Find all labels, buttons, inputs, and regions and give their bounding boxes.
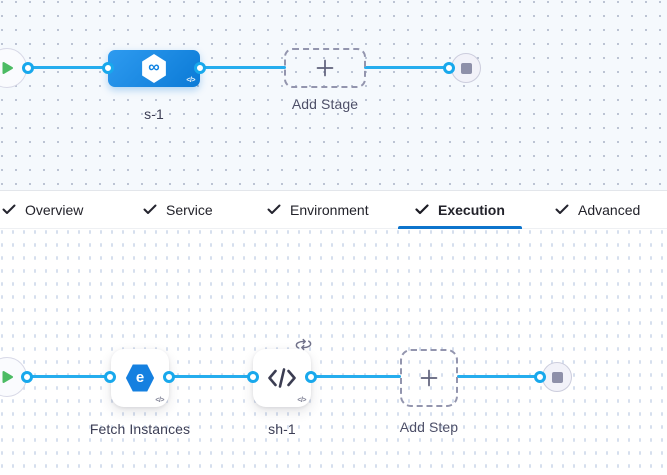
cd-hexagon-icon: ∞: [142, 54, 166, 83]
stage-node-s-1[interactable]: ∞ </>: [108, 50, 200, 87]
config-tab-bar: Overview Service Environment Execution A…: [0, 190, 667, 229]
plus-icon: [420, 369, 438, 387]
edge-addstep-to-end: [457, 375, 541, 378]
tab-label: Environment: [290, 201, 369, 218]
link-port[interactable]: [534, 371, 546, 383]
step-name-label: Fetch Instances: [89, 421, 191, 437]
tab-overview[interactable]: Overview: [0, 191, 100, 228]
looping-strategy-icon: [294, 337, 313, 357]
add-step-button[interactable]: [400, 349, 458, 407]
play-icon: [2, 62, 13, 74]
tab-service[interactable]: Service: [126, 191, 230, 228]
link-port[interactable]: [22, 62, 34, 74]
check-icon: [143, 204, 157, 214]
edge-sh-to-addstep: [310, 375, 401, 378]
link-port[interactable]: [102, 62, 114, 74]
step-name-label: sh-1: [268, 421, 296, 437]
infinity-glyph: ∞: [148, 58, 160, 76]
link-port[interactable]: [194, 62, 206, 74]
code-icon: [268, 368, 296, 388]
check-icon: [555, 204, 569, 214]
check-icon: [267, 204, 281, 214]
stop-icon: [460, 62, 472, 74]
tab-label: Overview: [25, 201, 84, 218]
elastigroup-e-glyph: e: [135, 369, 145, 386]
check-icon: [415, 204, 429, 215]
stage-name-label: s-1: [144, 106, 164, 122]
check-icon: [2, 204, 16, 214]
tab-environment[interactable]: Environment: [250, 191, 386, 228]
add-step-label: Add Step: [399, 419, 459, 435]
code-template-icon: </>: [155, 397, 164, 404]
step-node-sh-1[interactable]: </>: [253, 349, 311, 407]
tab-label: Execution: [438, 201, 505, 218]
link-port[interactable]: [247, 371, 259, 383]
link-port[interactable]: [104, 371, 116, 383]
stage-graph-canvas[interactable]: ∞ </> s-1 Add Stage: [0, 0, 667, 190]
tab-label: Service: [166, 201, 213, 218]
elastigroup-icon: e: [125, 364, 155, 392]
step-node-fetch-instances[interactable]: e </>: [111, 349, 169, 407]
pipeline-end-node: [451, 53, 481, 83]
link-port[interactable]: [305, 371, 317, 383]
plus-icon: [316, 59, 334, 77]
edge-start-to-stage: [28, 66, 110, 69]
link-port[interactable]: [163, 371, 175, 383]
tab-execution[interactable]: Execution: [398, 191, 522, 229]
execution-graph-canvas[interactable]: e </> </> Fetch Instances sh-1 Add Ste: [0, 229, 667, 475]
stop-icon: [551, 371, 563, 383]
execution-end-node: [542, 362, 572, 392]
add-stage-button[interactable]: [284, 48, 366, 88]
code-template-icon: </>: [297, 397, 306, 404]
edge-addstage-to-end: [364, 66, 449, 69]
link-port[interactable]: [21, 371, 33, 383]
tab-label: Advanced: [578, 201, 641, 218]
link-port[interactable]: [443, 62, 455, 74]
tab-advanced[interactable]: Advanced: [538, 191, 657, 228]
edge-stage-to-addstage: [198, 66, 286, 69]
add-stage-label: Add Stage: [291, 96, 359, 112]
edge-fetch-to-sh: [169, 375, 254, 378]
play-icon: [2, 371, 13, 383]
edge-start-to-fetch: [27, 375, 112, 378]
code-template-icon: </>: [186, 77, 195, 84]
